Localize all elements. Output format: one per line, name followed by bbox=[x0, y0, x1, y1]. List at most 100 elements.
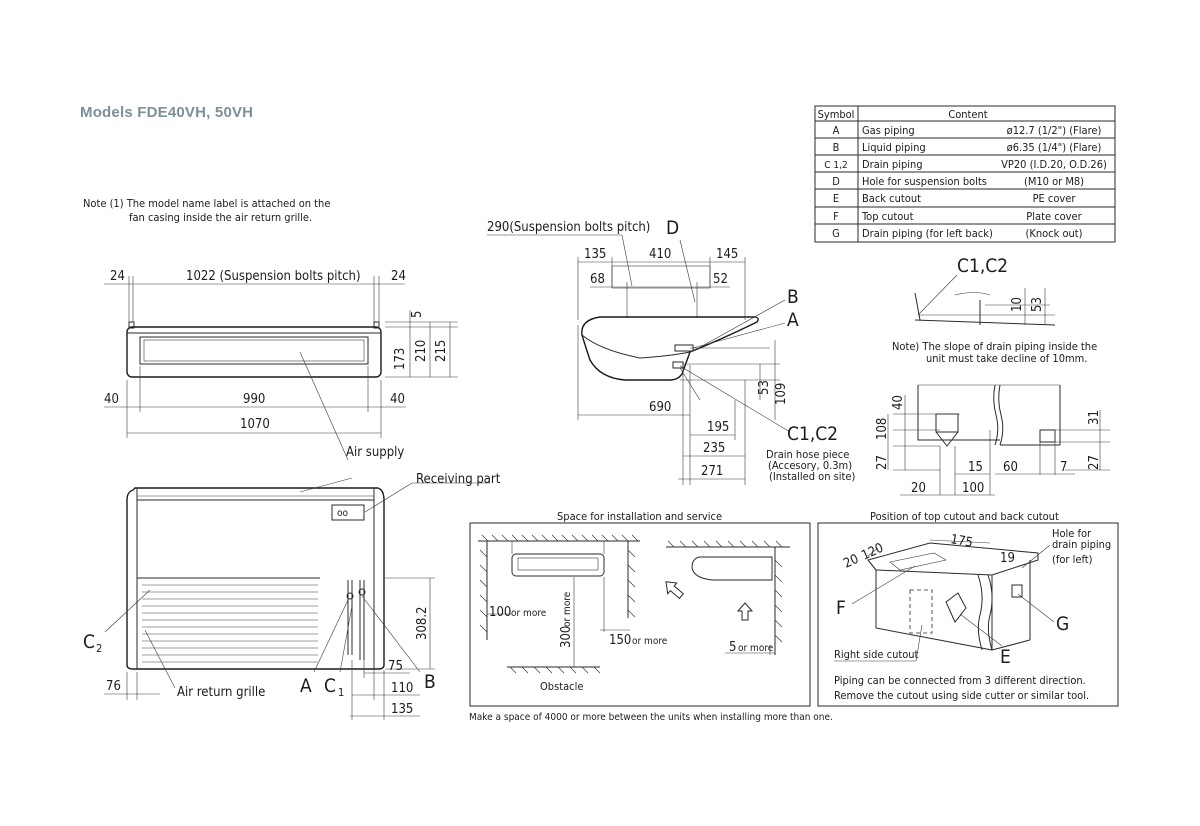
dim-68: 68 bbox=[590, 272, 605, 287]
dim-110: 110 bbox=[391, 681, 413, 696]
dim-19: 19 bbox=[1000, 551, 1015, 566]
table-cell: A bbox=[833, 124, 840, 137]
dim-24-right: 24 bbox=[391, 269, 406, 284]
slope-detail: C1,C2 10 53 Note) The slope of drain pip… bbox=[892, 255, 1097, 365]
front-view-top: 24 1022 (Suspension bolts pitch) 24 5 17… bbox=[104, 269, 458, 461]
table-cell: F bbox=[833, 210, 839, 223]
a-label: A bbox=[300, 675, 312, 697]
b-label: B bbox=[424, 671, 436, 693]
slope-note-2: unit must take decline of 10mm. bbox=[926, 352, 1087, 365]
b-side-label: B bbox=[787, 286, 799, 308]
dim-108: 108 bbox=[875, 418, 890, 440]
dim-145: 145 bbox=[716, 247, 738, 262]
dim-5-service: 5 bbox=[729, 640, 736, 655]
c1c2-slope-label: C1,C2 bbox=[957, 255, 1008, 277]
receiving-part-label: Receiving part bbox=[416, 472, 501, 487]
dim-27-right: 27 bbox=[1087, 455, 1102, 470]
table-cell: (Knock out) bbox=[1025, 227, 1082, 240]
cutout-note-2: Remove the cutout using side cutter or s… bbox=[834, 689, 1089, 702]
dim-75: 75 bbox=[388, 659, 403, 674]
dim-60: 60 bbox=[1003, 460, 1018, 475]
table-cell: B bbox=[833, 141, 840, 154]
dim-290-label: 290(Suspension bolts pitch) bbox=[487, 220, 650, 235]
hole-text-3: (for left) bbox=[1052, 553, 1093, 566]
cutout-title: Position of top cutout and back cutout bbox=[870, 510, 1059, 523]
dim-100: 100 bbox=[962, 481, 984, 496]
page-title: Models FDE40VH, 50VH bbox=[80, 104, 254, 121]
table-cell: Drain piping (for left back) bbox=[862, 227, 993, 240]
table-cell: D bbox=[832, 175, 840, 188]
dim-53-side: 53 bbox=[757, 380, 772, 395]
or-more-5: or more bbox=[738, 643, 774, 654]
cutout-note-1: Piping can be connected from 3 different… bbox=[834, 674, 1086, 687]
note-line-2: fan casing inside the air return grille. bbox=[129, 211, 312, 224]
dim-410: 410 bbox=[649, 247, 671, 262]
hose-text-2: (Accesory, 0.3m) bbox=[768, 459, 852, 472]
dim-76: 76 bbox=[106, 679, 121, 694]
dim-31: 31 bbox=[1087, 410, 1102, 425]
dim-24-left: 24 bbox=[110, 269, 125, 284]
g-label: G bbox=[1056, 613, 1069, 635]
dim-300: 300 bbox=[559, 626, 574, 648]
dim-15: 15 bbox=[968, 460, 983, 475]
a-side-label: A bbox=[787, 309, 799, 331]
side-view: 290(Suspension bolts pitch) D 135 410 14… bbox=[487, 217, 856, 485]
service-footnote: Make a space of 4000 or more between the… bbox=[469, 712, 833, 723]
dim-53-slope: 53 bbox=[1030, 297, 1045, 312]
table-cell: ø6.35 (1/4") (Flare) bbox=[1007, 141, 1102, 154]
c1-subscript: 1 bbox=[338, 686, 344, 699]
note-line-1: Note (1) The model name label is attache… bbox=[83, 197, 330, 210]
dim-20-cutout: 20 bbox=[841, 552, 861, 572]
or-more-100: or more bbox=[511, 608, 547, 619]
c1c2-side-label: C1,C2 bbox=[787, 423, 838, 445]
cutout-panel: Position of top cutout and back cutout 2… bbox=[817, 510, 1119, 707]
receiving-part-icon: oo bbox=[337, 508, 349, 519]
c2-label: C bbox=[83, 631, 95, 653]
dim-1070: 1070 bbox=[240, 417, 270, 432]
dim-1022: 1022 (Suspension bolts pitch) bbox=[186, 269, 361, 284]
table-cell: Liquid piping bbox=[862, 141, 926, 154]
table-cell: Back cutout bbox=[862, 192, 921, 205]
table-cell: Drain piping bbox=[862, 158, 923, 171]
table-header-symbol: Symbol bbox=[818, 108, 855, 121]
dim-150: 150 bbox=[609, 633, 631, 648]
hole-text-1: Hole for bbox=[1052, 527, 1092, 540]
table-cell: VP20 (I.D.20, O.D.26) bbox=[1001, 158, 1107, 171]
dim-40-left: 40 bbox=[104, 392, 119, 407]
dim-40-drain: 40 bbox=[891, 395, 906, 410]
table-cell: C 1,2 bbox=[824, 160, 847, 171]
f-label: F bbox=[836, 597, 846, 619]
dim-990: 990 bbox=[243, 392, 265, 407]
dim-135: 135 bbox=[391, 702, 413, 717]
dim-5: 5 bbox=[410, 311, 425, 318]
table-cell: Top cutout bbox=[861, 210, 914, 223]
e-label: E bbox=[1000, 646, 1011, 668]
dim-7: 7 bbox=[1060, 460, 1067, 475]
hose-text-1: Drain hose piece bbox=[766, 448, 849, 461]
dim-195: 195 bbox=[707, 420, 729, 435]
table-cell: G bbox=[832, 227, 840, 240]
table-cell: Hole for suspension bolts bbox=[862, 175, 987, 188]
table-cell: (M10 or M8) bbox=[1024, 175, 1084, 188]
dim-27-left: 27 bbox=[875, 455, 890, 470]
obstacle-label: Obstacle bbox=[540, 680, 583, 693]
slope-note-1: Note) The slope of drain piping inside t… bbox=[892, 340, 1097, 353]
dim-210: 210 bbox=[414, 340, 429, 362]
dim-308-2: 308.2 bbox=[415, 607, 430, 640]
dim-100-service: 100 bbox=[489, 605, 511, 620]
hole-text-2: drain piping bbox=[1052, 538, 1111, 551]
dim-120-cutout: 120 bbox=[859, 541, 886, 564]
table-cell: Gas piping bbox=[862, 124, 915, 137]
dim-109: 109 bbox=[774, 383, 789, 405]
drain-detail: 40 108 27 15 60 7 31 27 20 100 bbox=[875, 384, 1110, 496]
service-space-panel: Space for installation and service bbox=[469, 510, 833, 723]
hose-text-3: (Installed on site) bbox=[769, 470, 856, 483]
table-cell: ø12.7 (1/2") (Flare) bbox=[1007, 124, 1102, 137]
dim-690: 690 bbox=[649, 400, 671, 415]
or-more-300: or more bbox=[562, 591, 573, 627]
d-label: D bbox=[666, 217, 679, 239]
dim-20: 20 bbox=[911, 481, 926, 496]
dim-52: 52 bbox=[713, 272, 728, 287]
